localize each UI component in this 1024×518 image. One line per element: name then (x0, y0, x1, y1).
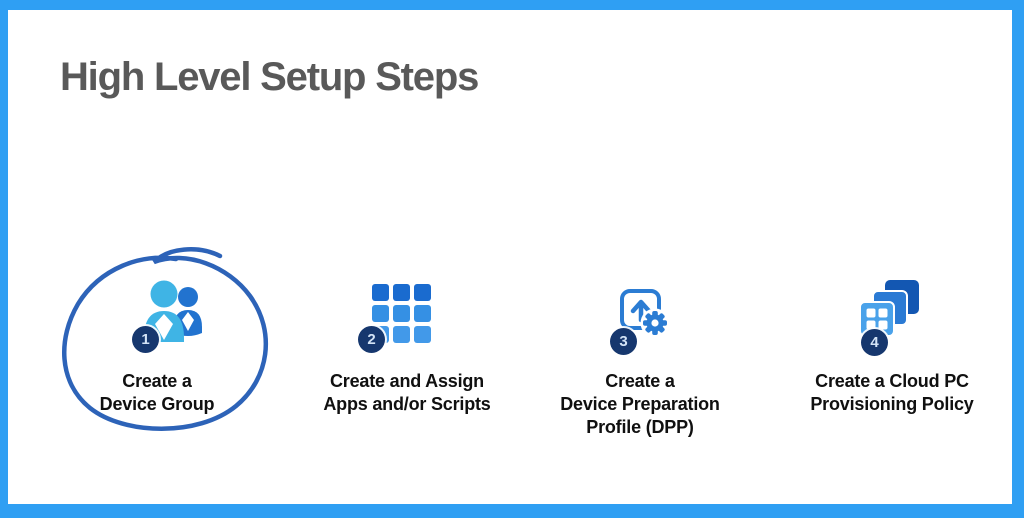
page-title: High Level Setup Steps (60, 55, 479, 99)
step-1-label: Create a Device Group (99, 371, 215, 414)
step-4-create-provisioning-policy: 4 Create a Cloud PC Provisioning Policy (792, 280, 992, 445)
step-1-icon-area: 1 (57, 280, 257, 368)
step-1-create-device-group: 1 Create a Device Group (57, 280, 257, 445)
stacked-windows-icon (859, 280, 919, 337)
step-number-badge: 1 (132, 326, 159, 353)
step-number-badge: 2 (358, 326, 385, 353)
upload-profile-gear-icon (620, 289, 670, 338)
step-2-create-apps-scripts: 2 Create and Assign Apps and/or Scripts (307, 280, 507, 445)
step-number-badge: 3 (610, 328, 637, 355)
step-3-create-dpp: 3 Create a Device Preparation Profile (D… (540, 280, 740, 445)
apps-grid-icon (372, 284, 431, 343)
step-3-label: Create a Device Preparation Profile (DPP… (560, 371, 720, 437)
step-number-badge: 4 (861, 329, 888, 356)
gear-icon (643, 311, 667, 335)
step-2-label: Create and Assign Apps and/or Scripts (323, 371, 491, 414)
step-4-icon-area: 4 (792, 280, 992, 368)
step-2-icon-area: 2 (307, 280, 507, 368)
step-3-icon-area: 3 (540, 280, 740, 368)
step-4-label: Create a Cloud PC Provisioning Policy (810, 371, 974, 414)
